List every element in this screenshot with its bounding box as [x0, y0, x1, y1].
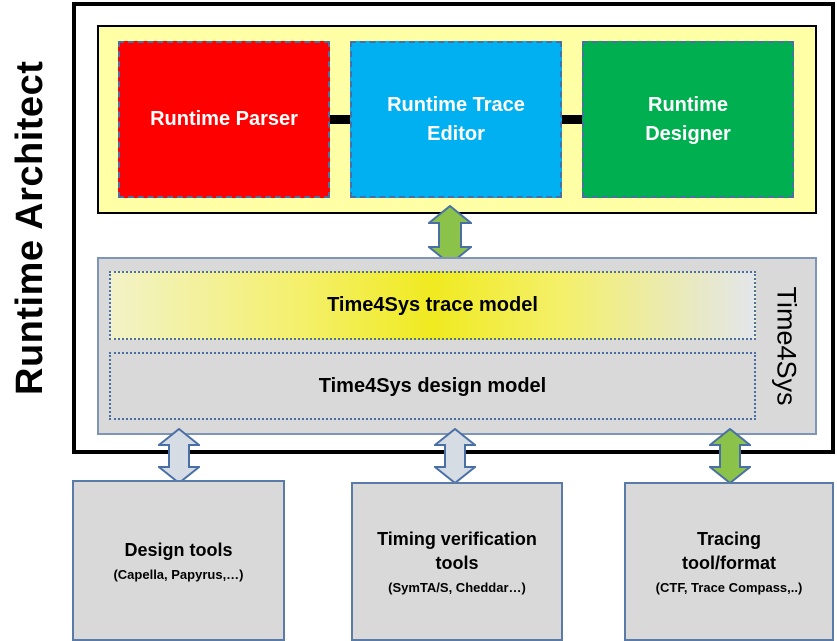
double-arrow-tools-time4sys	[428, 205, 472, 265]
design-tools-subtitle: (Capella, Papyrus,…)	[113, 566, 244, 582]
connector-parser-editor	[330, 115, 350, 124]
double-arrow-timing-tools	[434, 428, 476, 484]
tracing-tools-title: Tracing tool/format	[682, 528, 776, 573]
double-arrow-design-tools	[158, 428, 200, 484]
runtime-designer-label: Runtime Designer	[645, 93, 731, 145]
runtime-trace-editor-box: Runtime Trace Editor	[350, 41, 562, 198]
design-tools-title: Design tools	[124, 539, 233, 560]
runtime-parser-box: Runtime Parser	[118, 41, 330, 198]
tracing-tools-box: Tracing tool/format (CTF, Trace Compass,…	[624, 482, 834, 641]
runtime-parser-label: Runtime Parser	[150, 108, 298, 130]
connector-editor-designer	[562, 115, 582, 124]
design-model-label: Time4Sys design model	[318, 374, 547, 397]
trace-model-label: Time4Sys trace model	[327, 294, 538, 316]
timing-verification-tools-title: Timing verification tools	[377, 528, 537, 573]
timing-verification-tools-box: Timing verification tools (SymTA/S, Ched…	[351, 482, 563, 641]
double-arrow-tracing-tools	[709, 428, 751, 484]
design-tools-box: Design tools (Capella, Papyrus,…)	[72, 480, 285, 641]
timing-verification-tools-subtitle: (SymTA/S, Cheddar…)	[388, 579, 526, 595]
trace-model-box: Time4Sys trace model	[109, 271, 756, 340]
runtime-trace-editor-label: Runtime Trace Editor	[387, 93, 525, 145]
runtime-architect-title: Runtime Architect	[9, 60, 51, 395]
design-model-box: Time4Sys design model	[109, 352, 756, 420]
time4sys-label: Time4Sys	[755, 257, 817, 435]
time4sys-label-text: Time4Sys	[771, 286, 802, 406]
tracing-tools-subtitle: (CTF, Trace Compass,..)	[655, 579, 803, 595]
runtime-designer-box: Runtime Designer	[582, 41, 794, 198]
